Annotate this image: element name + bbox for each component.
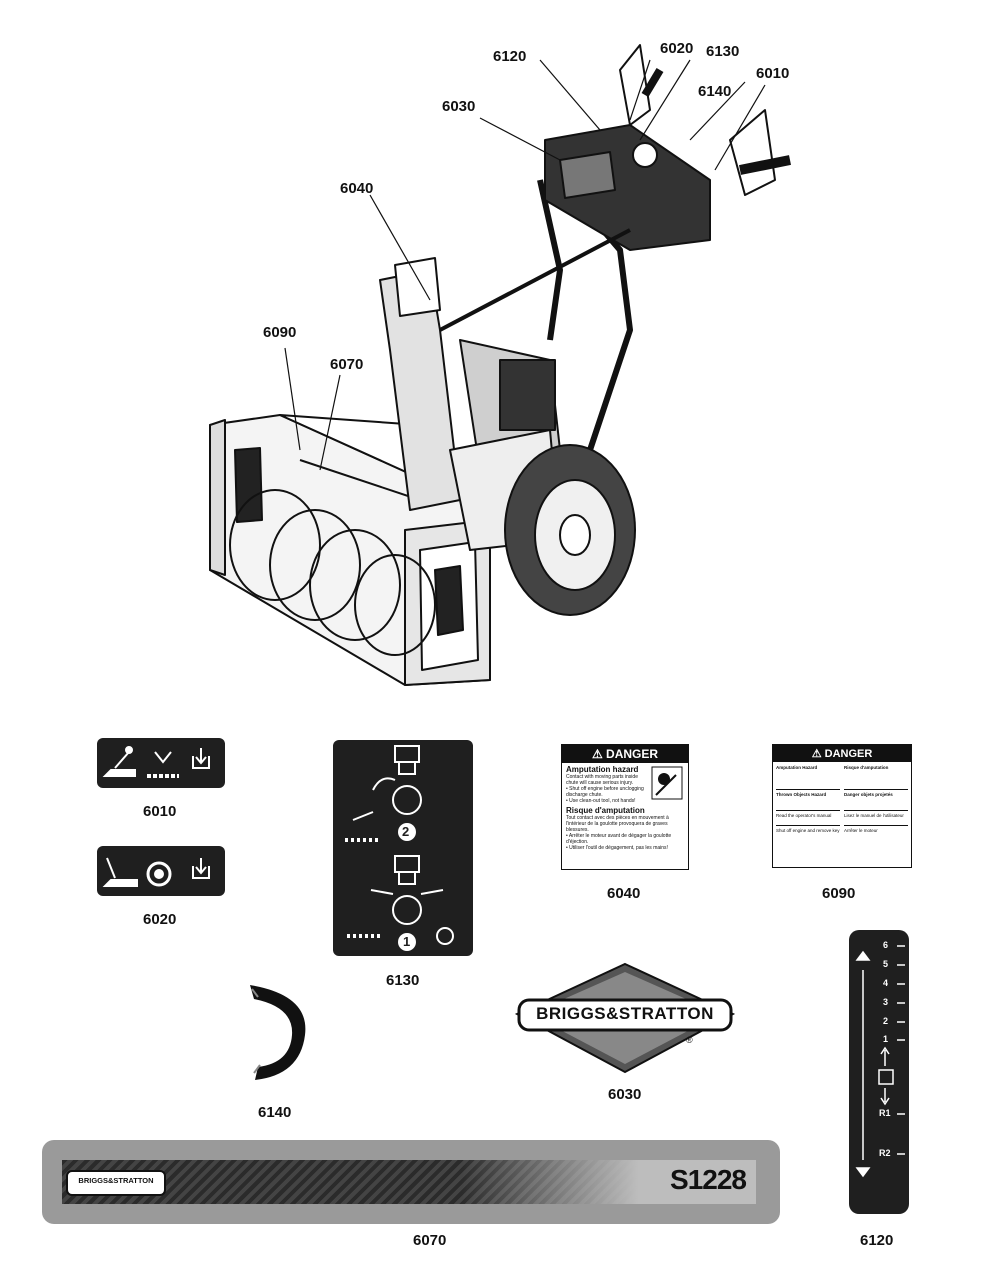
decal-6040-label: 6040 [607, 885, 641, 902]
decal-6020-label: 6020 [143, 911, 177, 928]
stripe-small-logo-text: BRIGGS&STRATTON [78, 1176, 154, 1185]
registered-mark: ® [686, 1035, 693, 1045]
decal-6010 [97, 738, 225, 788]
decal-6020 [97, 846, 225, 896]
model-number: S1228 [670, 1164, 747, 1195]
decal-6070-stripe: BRIGGS&STRATTON S1228 [42, 1140, 780, 1224]
speed-1: 1 [883, 1034, 889, 1044]
callout-6120: 6120 [493, 48, 527, 65]
decal-6130-label: 6130 [386, 972, 420, 989]
callout-6030: 6030 [442, 98, 476, 115]
cell-thrown-fr: Danger objets projetés [844, 792, 908, 811]
callout-6090: 6090 [263, 324, 297, 341]
stripe-small-logo [66, 1170, 166, 1196]
callout-6040: 6040 [340, 180, 374, 197]
bullet-2: • Use clean-out tool, not hands! [566, 798, 636, 804]
decal-6120-speed-scale: 6 5 4 3 2 1 R1 R2 [849, 930, 909, 1214]
warning-icon: ⚠ [811, 748, 825, 760]
decal-6030-label: 6030 [608, 1086, 642, 1103]
danger-header: ⚠ DANGER [562, 745, 688, 763]
speed-r2: R2 [879, 1148, 891, 1158]
cell-amputation-fr: Risque d'amputation [844, 765, 908, 790]
speed-6: 6 [883, 940, 889, 950]
step-number-two: 2 [402, 824, 410, 839]
cell-manual-fr: Lisez le manuel de l'utilisateur [844, 813, 908, 826]
decal-6010-label: 6010 [143, 803, 177, 820]
cell-shutoff-en: Shut off engine and remove key [776, 828, 840, 833]
drive-control-icon [102, 857, 210, 887]
cell-shutoff-fr: Arrêter le moteur [844, 828, 878, 833]
speed-3: 3 [883, 997, 889, 1007]
decal-6040: ⚠ DANGER Amputation hazard Contact with … [561, 744, 689, 870]
decal-6120-label: 6120 [860, 1232, 894, 1249]
auger-control-icon [102, 746, 210, 778]
chute-control-instructions-icon [345, 745, 454, 951]
title-en: Amputation hazard [566, 765, 639, 774]
bullet-3: • Arrêter le moteur avant de dégager la … [566, 833, 672, 845]
decal-6090-label: 6090 [822, 885, 856, 902]
speed-5: 5 [883, 959, 889, 969]
stripe-fade [462, 1160, 756, 1204]
step-number-one: 1 [403, 934, 411, 949]
decal-6090: ⚠ DANGER Amputation Hazard Risque d'ampu… [772, 744, 912, 868]
cell-amputation-en: Amputation Hazard [776, 765, 840, 790]
decal-6140-arc-decal [250, 985, 306, 1080]
body-en: Contact with moving parts inside chute w… [566, 774, 638, 786]
callout-6020: 6020 [660, 40, 694, 57]
danger-header: ⚠ DANGER [773, 745, 911, 762]
bullet-1: • Shut off engine before unclogging disc… [566, 786, 644, 798]
speed-scale-graphics [855, 945, 905, 1178]
decal-6070-label: 6070 [413, 1232, 447, 1249]
speed-r1: R1 [879, 1108, 891, 1118]
callout-6140: 6140 [698, 83, 732, 100]
briggs-logo-text: BRIGGS&STRATTON [536, 1004, 714, 1023]
decal-6030-briggs-logo [515, 962, 735, 1074]
hand-in-chute-icon [651, 766, 683, 800]
decal-6140-label: 6140 [258, 1104, 292, 1121]
speed-4: 4 [883, 978, 889, 988]
body-fr: Tout contact avec des pièces en mouvemen… [566, 815, 669, 833]
callout-6070: 6070 [330, 356, 364, 373]
snowblower-illustration [209, 44, 791, 686]
cell-manual-en: Read the operator's manual [776, 813, 840, 826]
callout-6010: 6010 [756, 65, 790, 82]
cell-thrown-en: Thrown Objects Hazard [776, 792, 840, 811]
warning-icon: ⚠ [591, 747, 607, 761]
bullet-4: • Utiliser l'outil de dégagement, pas le… [566, 845, 668, 851]
callout-6130: 6130 [706, 43, 740, 60]
decal-6130: 2 1 [333, 740, 473, 956]
title-fr: Risque d'amputation [566, 806, 645, 815]
speed-2: 2 [883, 1016, 889, 1026]
